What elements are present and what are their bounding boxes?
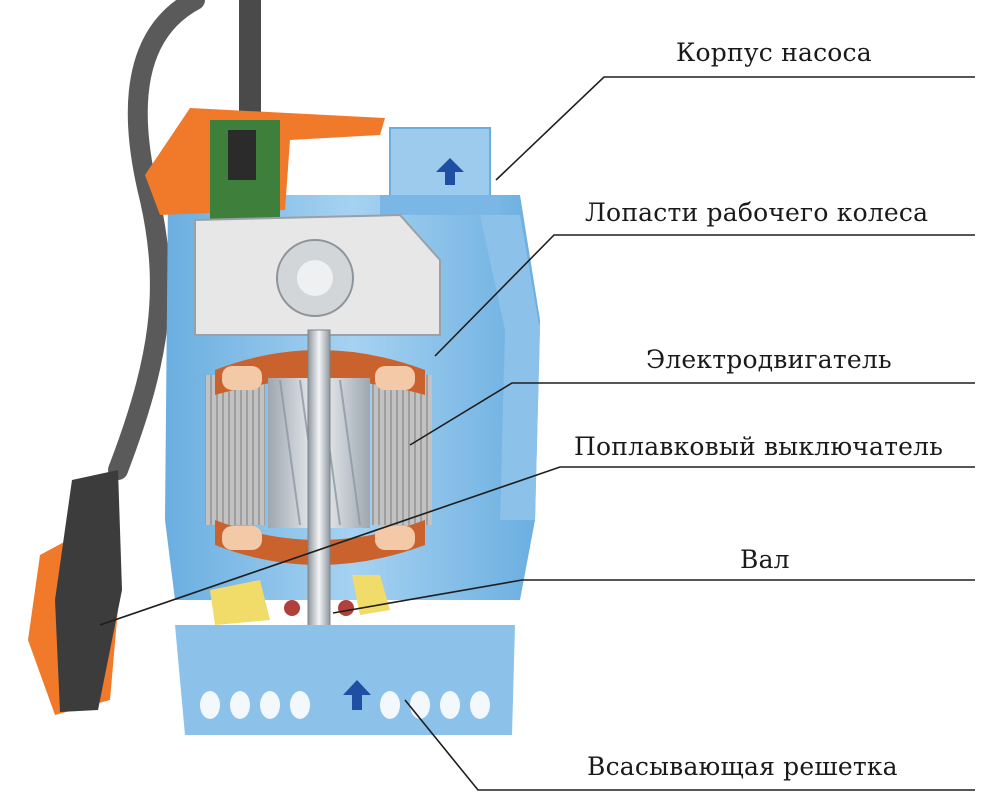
leader-pump-housing xyxy=(495,76,975,181)
leader-electric-motor xyxy=(409,382,975,446)
leader-shaft xyxy=(332,579,975,614)
discharge-outlet xyxy=(389,127,491,204)
seal-left xyxy=(210,580,270,625)
intake-arrow-icon xyxy=(343,680,371,710)
label-pump-housing: Корпус насоса xyxy=(676,38,872,67)
leader-impeller-blades xyxy=(434,234,975,357)
handle xyxy=(145,108,385,220)
label-shaft: Вал xyxy=(740,545,790,574)
label-electric-motor: Электродвигатель xyxy=(646,345,892,374)
label-impeller-blades: Лопасти рабочего колеса xyxy=(585,198,929,227)
float-cable xyxy=(108,0,205,480)
motor-cap xyxy=(194,213,441,336)
stator-right xyxy=(372,375,432,525)
discharge-arrow-icon xyxy=(436,158,464,185)
float-switch-body xyxy=(28,470,122,715)
stator-left xyxy=(205,375,265,525)
label-float-switch: Поплавковый выключатель xyxy=(574,432,944,461)
label-intake-grid: Всасывающая решетка xyxy=(587,752,898,781)
leader-float-switch xyxy=(99,466,975,626)
intake-grid xyxy=(175,625,515,735)
leader-intake-grid xyxy=(404,699,975,791)
leader-lines xyxy=(99,76,975,791)
